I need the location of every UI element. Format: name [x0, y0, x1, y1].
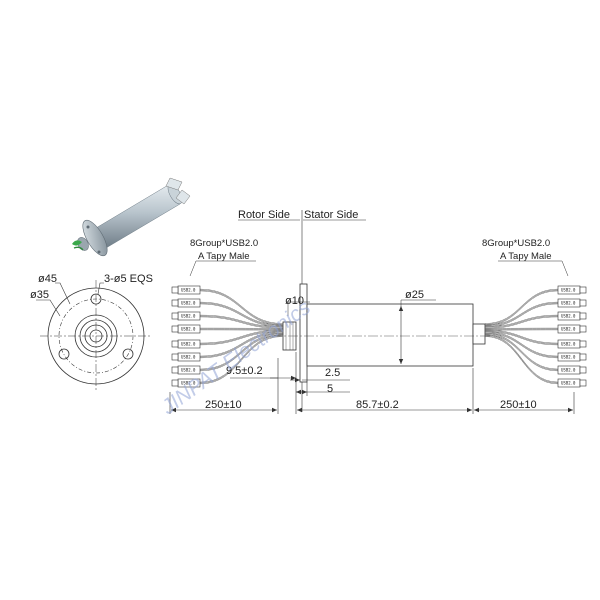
- end-view: [36, 280, 152, 392]
- usb-connector: USB2.0: [484, 329, 587, 349]
- dim-d45: ø45: [38, 273, 57, 285]
- usb-connector: USB2.0: [171, 334, 284, 388]
- usb-connector: USB2.0: [484, 285, 587, 326]
- dim-d25: ø25: [405, 289, 424, 301]
- usb-connector: USB2.0: [484, 311, 587, 329]
- connector-label: USB2.0: [181, 287, 196, 292]
- dim-d35: ø35: [30, 289, 49, 301]
- connector-label: USB2.0: [181, 380, 196, 385]
- connector-label: USB2.0: [181, 367, 196, 372]
- connector-label: USB2.0: [561, 313, 576, 318]
- right-type-label: A Tapy Male: [500, 251, 552, 262]
- connector-label: USB2.0: [561, 367, 576, 372]
- dim-right-cable: 250±10: [500, 399, 537, 411]
- dim-5: 5: [327, 383, 333, 395]
- connector-label: USB2.0: [561, 341, 576, 346]
- rotor-side-label: Rotor Side: [238, 209, 290, 221]
- usb-connector: USB2.0: [171, 285, 284, 326]
- connector-label: USB2.0: [561, 300, 576, 305]
- usb-connector: USB2.0: [484, 334, 587, 388]
- usb-connector: USB2.0: [484, 324, 587, 334]
- connector-label: USB2.0: [561, 287, 576, 292]
- dim-left-cable: 250±10: [205, 399, 242, 411]
- left-type-label: A Tapy Male: [198, 251, 250, 262]
- connector-label: USB2.0: [181, 313, 196, 318]
- dim-d10: ø10: [285, 295, 304, 307]
- connector-label: USB2.0: [181, 300, 196, 305]
- right-harness: USB2.0USB2.0USB2.0USB2.0USB2.0USB2.0USB2…: [484, 285, 587, 388]
- dim-holes: 3-ø5 EQS: [104, 273, 153, 285]
- connector-label: USB2.0: [561, 380, 576, 385]
- right-group-label: 8Group*USB2.0: [482, 238, 550, 249]
- usb-connector: USB2.0: [171, 331, 284, 362]
- connector-label: USB2.0: [561, 354, 576, 359]
- left-harness: USB2.0USB2.0USB2.0USB2.0USB2.0USB2.0USB2…: [171, 285, 284, 388]
- dim-body-length: 85.7±0.2: [356, 399, 399, 411]
- stator-side-label: Stator Side: [304, 209, 358, 221]
- connector-label: USB2.0: [181, 341, 196, 346]
- connector-label: USB2.0: [561, 326, 576, 331]
- dimension-lines: [169, 352, 575, 414]
- dim-9-5: 9.5±0.2: [226, 365, 263, 377]
- left-group-label: 8Group*USB2.0: [190, 238, 258, 249]
- product-render: [72, 177, 191, 257]
- dim-2-5: 2.5: [325, 367, 340, 379]
- connector-label: USB2.0: [181, 354, 196, 359]
- connector-label: USB2.0: [181, 326, 196, 331]
- side-view: [272, 283, 492, 383]
